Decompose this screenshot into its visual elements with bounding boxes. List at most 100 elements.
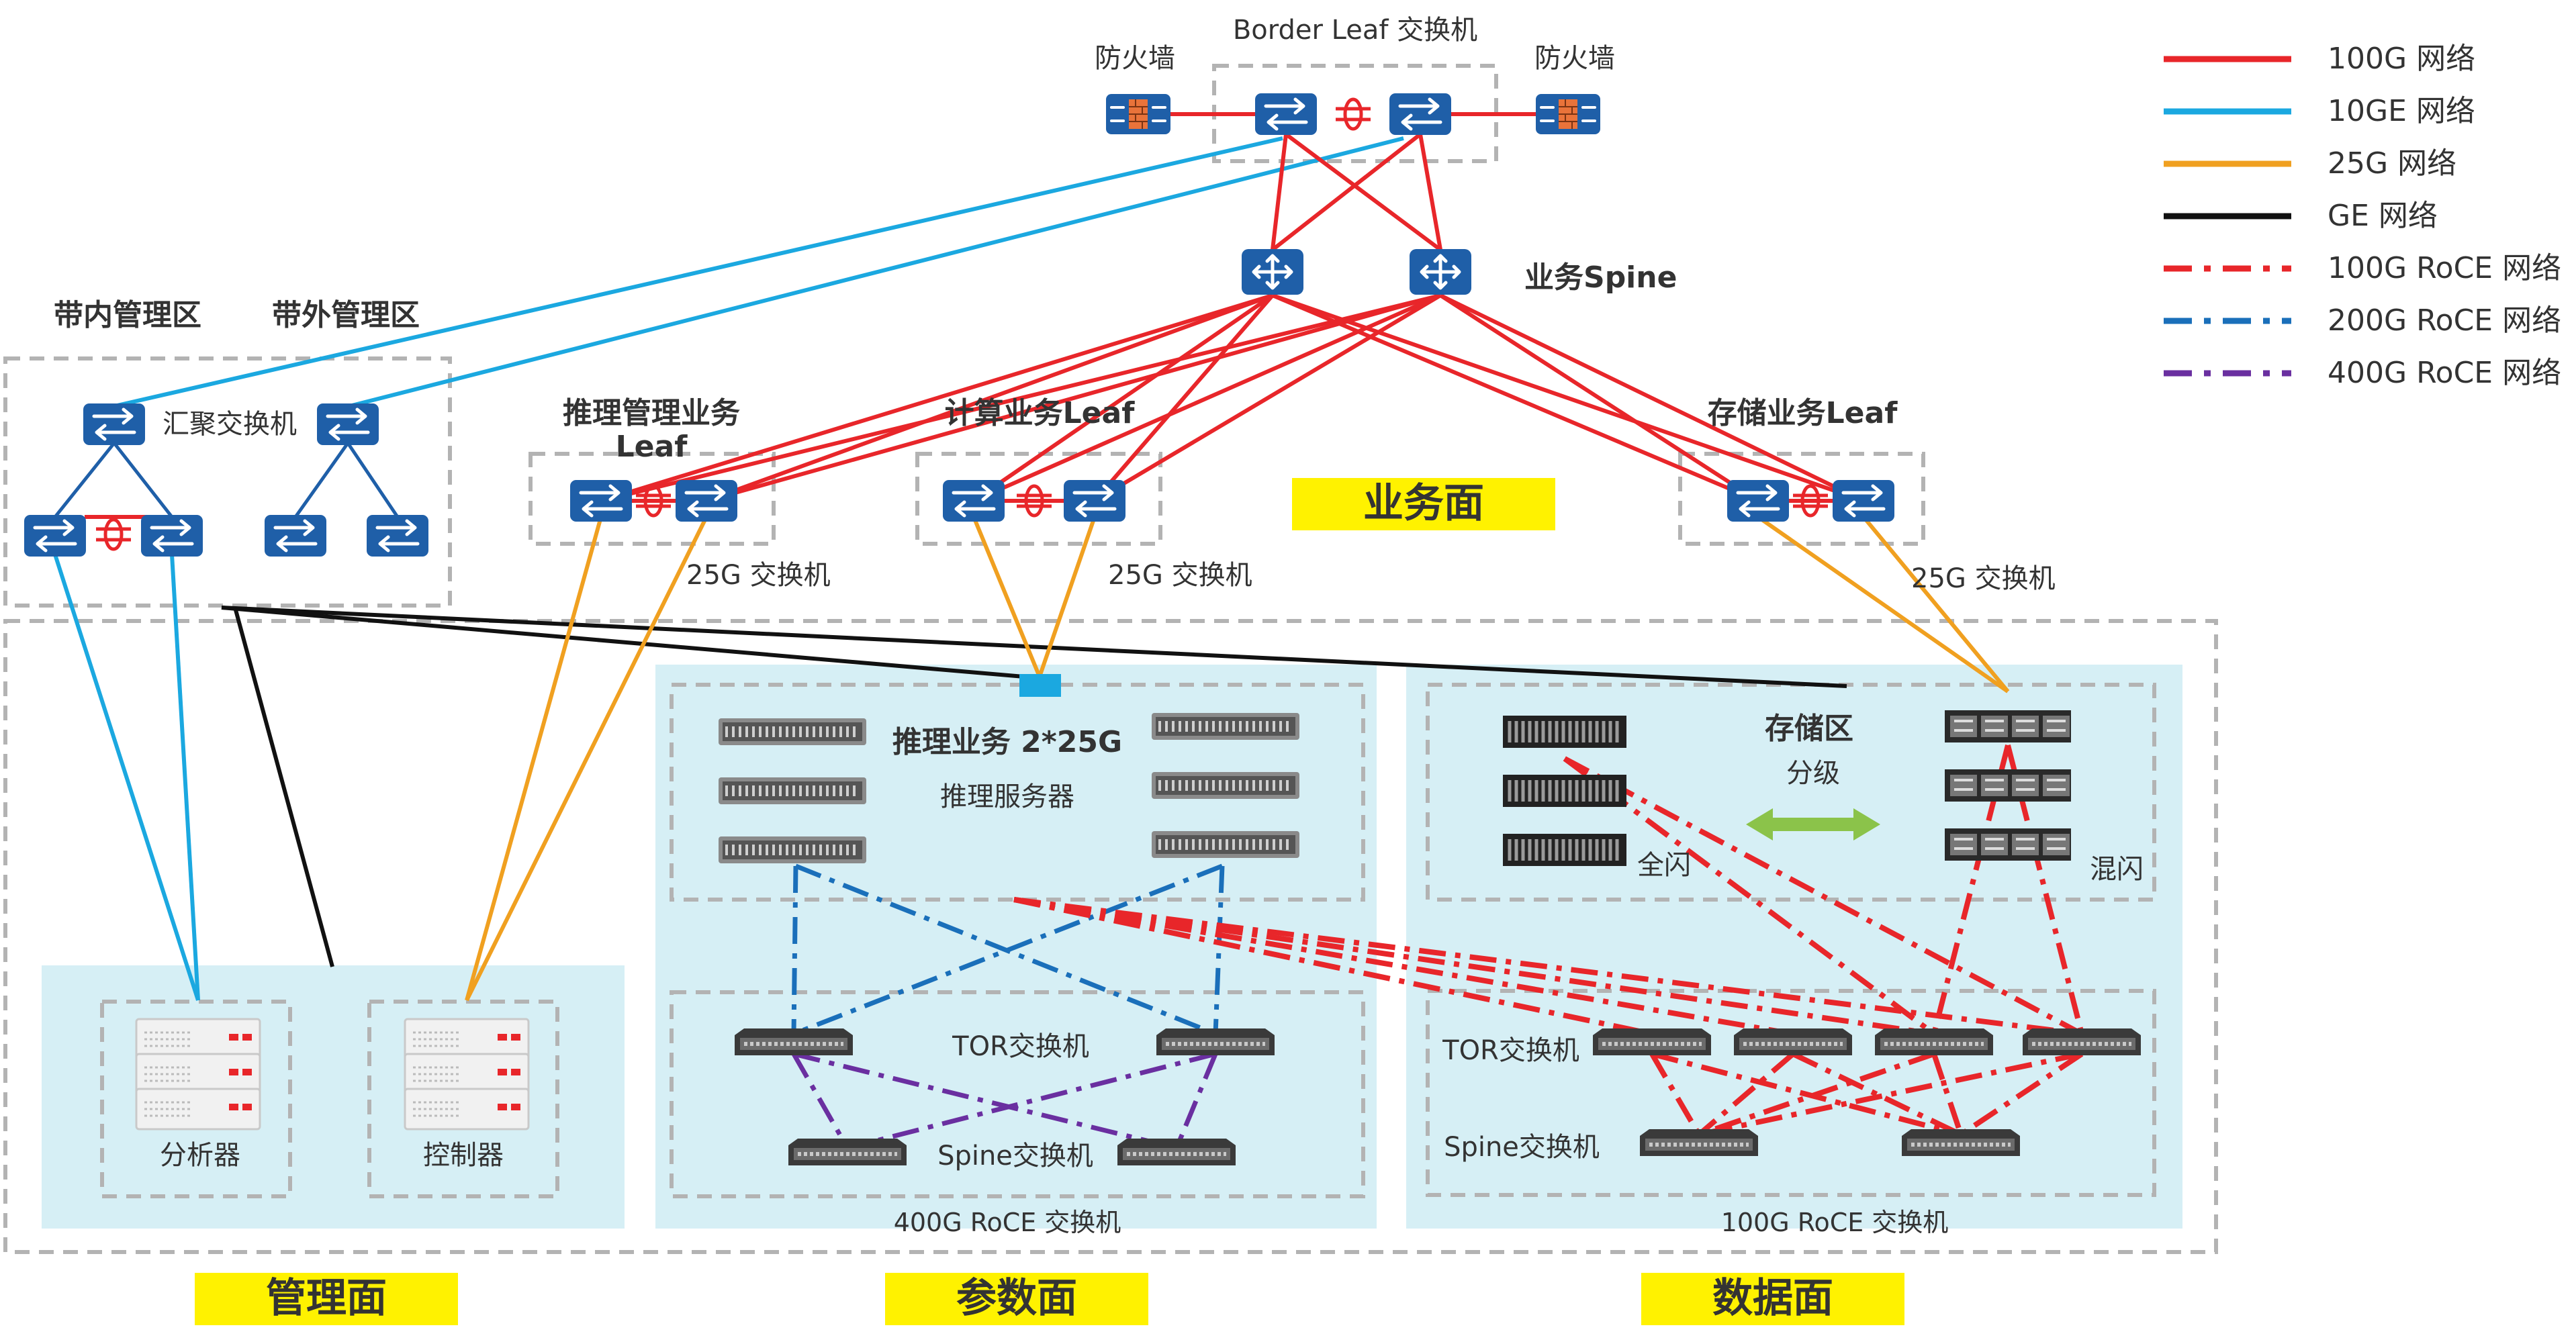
200g-roce-link (791, 865, 798, 1035)
100g-link (1271, 134, 1288, 250)
agg-switch-label: 汇聚交换机 (163, 409, 297, 440)
400g-roce-link (793, 1051, 1177, 1151)
infer-server-frame (670, 683, 1365, 902)
firewall-right-icon[interactable] (1534, 93, 1602, 136)
firewall-right-label: 防火墙 (1534, 43, 1615, 74)
25g-switch-label: 25G 交换机 (1108, 560, 1252, 591)
legend-label: 200G RoCE 网络 (2328, 303, 2561, 338)
tor-switch-icon[interactable] (1593, 1028, 1711, 1055)
infer-mgmt-leaf-label-line1: 推理管理业务 (563, 396, 740, 430)
tor-switch-icon[interactable] (1875, 1028, 1993, 1055)
200g-roce-link (1213, 865, 1225, 1035)
100g-link (1272, 293, 1864, 503)
infer-leaf-switch-icon[interactable] (570, 480, 632, 522)
devices (24, 93, 2141, 1165)
storage-leaf-label: 存储业务Leaf (1708, 396, 1898, 430)
border-leaf-switch-icon[interactable] (1255, 93, 1317, 135)
100g-roce-link (1013, 897, 2082, 1037)
100g-roce-link (1013, 897, 1935, 1037)
tor-switch-icon[interactable] (1156, 1028, 1275, 1055)
zone-frames (3, 64, 2218, 1254)
hybrid-flash-storage-icon[interactable] (1943, 768, 2072, 803)
hybrid-flash-storage-icon[interactable] (1943, 709, 2072, 744)
storage-leaf-frame (1678, 452, 1925, 546)
400g-roce-link (847, 1051, 1216, 1151)
grading-label: 分级 (1786, 758, 1840, 789)
legend-label: 10GE 网络 (2328, 94, 2475, 128)
25g-link (1038, 516, 1097, 677)
all-flash-storage-icon[interactable] (1503, 775, 1626, 807)
network-links (53, 112, 2084, 1151)
link-aggregation-icon (96, 520, 131, 549)
spine-label: 业务Spine (1524, 260, 1677, 295)
infer-server-icon[interactable] (1150, 830, 1301, 859)
infer-server-icon[interactable] (1150, 771, 1301, 800)
agg-switch-icon[interactable] (83, 403, 145, 445)
business-plane-label: 业务面 (1363, 480, 1484, 527)
controller-icon[interactable] (404, 1088, 530, 1131)
mgmt-switch-icon[interactable] (367, 515, 428, 557)
inband-label: 带内管理区 (54, 298, 201, 332)
100g-roce-link (1698, 1051, 2082, 1137)
100g-roce-link (1013, 897, 1653, 1037)
compute-leaf-label: 计算业务Leaf (945, 396, 1136, 430)
compute-leaf-switch-icon[interactable] (1064, 480, 1125, 522)
infer-server-icon[interactable] (1150, 712, 1301, 741)
25g-switch-label: 25G 交换机 (1911, 563, 2056, 594)
200g-roce-link (794, 863, 1217, 1037)
storage-leaf-switch-icon[interactable] (1833, 480, 1894, 522)
100g-link (1439, 293, 1865, 503)
analyzer-icon[interactable] (135, 1088, 261, 1131)
firewall-left-label: 防火墙 (1095, 43, 1175, 74)
tor-switch-icon[interactable] (735, 1028, 853, 1055)
spine-switch-icon[interactable] (1902, 1129, 2020, 1156)
management-zone-bg (42, 965, 625, 1229)
ge-link (221, 606, 1847, 688)
storage-leaf-switch-icon[interactable] (1727, 480, 1789, 522)
link-aggregation-icon (1336, 99, 1371, 129)
border-leaf-switch-icon[interactable] (1389, 93, 1451, 135)
100g-link (1418, 134, 1442, 250)
roce400-label: 400G RoCE 交换机 (894, 1208, 1121, 1237)
agg-switch-icon[interactable] (317, 403, 379, 445)
labels: Border Leaf 交换机 防火墙 防火墙 业务Spine 带内管理区 带外… (54, 15, 2144, 1322)
outband-label: 带外管理区 (272, 298, 420, 332)
controller-label: 控制器 (423, 1140, 504, 1171)
100g-roce-link (1792, 1051, 1962, 1137)
100g-roce-link (1959, 1051, 2084, 1137)
100g-link (1093, 293, 1442, 503)
mgmt-switch-icon[interactable] (24, 515, 86, 557)
infer-server-icon[interactable] (717, 835, 868, 865)
infer-leaf-switch-icon[interactable] (676, 480, 737, 522)
legend-label: 100G 网络 (2328, 42, 2475, 76)
ge-link (233, 607, 334, 967)
tor-switch-icon[interactable] (1734, 1028, 1852, 1055)
spine-router-icon[interactable] (1242, 249, 1303, 295)
spine-router-icon[interactable] (1410, 249, 1471, 295)
infer-server-icon[interactable] (717, 717, 868, 747)
100g-link (1271, 293, 1759, 503)
spine-switch-label: Spine交换机 (1444, 1132, 1600, 1163)
all-flash-storage-icon[interactable] (1503, 834, 1626, 866)
tor-switch-icon[interactable] (2023, 1028, 2141, 1055)
spine-switch-icon[interactable] (1117, 1139, 1236, 1165)
spine-switch-icon[interactable] (788, 1139, 907, 1165)
ge-link (221, 606, 1040, 680)
border-leaf-label: Border Leaf 交换机 (1233, 15, 1477, 46)
tree-link (54, 442, 173, 518)
hybrid-flash-label: 混闪 (2090, 854, 2144, 885)
grading-arrow-icon (1746, 808, 1880, 841)
firewall-left-icon[interactable] (1105, 93, 1172, 136)
100g-link (1439, 293, 1759, 503)
spine-switch-icon[interactable] (1640, 1129, 1758, 1156)
hybrid-flash-storage-icon[interactable] (1943, 827, 2072, 862)
100g-link (1285, 132, 1442, 252)
mgmt-switch-icon[interactable] (141, 515, 203, 557)
infer-mgmt-leaf-label-line2: Leaf (616, 430, 688, 464)
10ge-link (349, 136, 1404, 408)
all-flash-storage-icon[interactable] (1503, 716, 1626, 748)
compute-leaf-switch-icon[interactable] (943, 480, 1005, 522)
mgmt-switch-icon[interactable] (265, 515, 326, 557)
infer-server-icon[interactable] (717, 776, 868, 806)
